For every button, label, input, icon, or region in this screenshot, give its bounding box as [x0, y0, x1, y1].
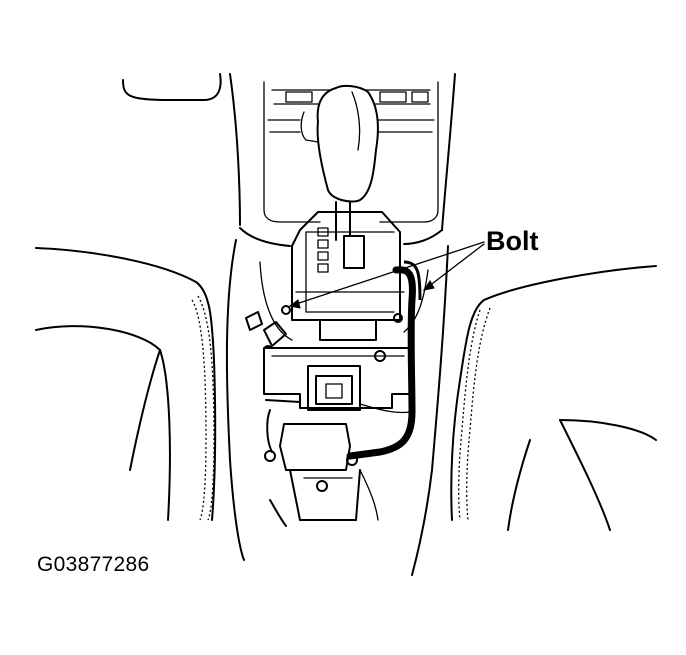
bolt-callout-label: Bolt: [486, 226, 539, 256]
dashboard-outline: [122, 73, 456, 231]
center-console: [225, 227, 449, 576]
shift-knob: [300, 84, 379, 269]
shift-indicator-panel: [291, 211, 405, 341]
left-seat: [35, 247, 217, 521]
wire-harness: [346, 260, 422, 460]
shift-lever-bracket: [263, 305, 413, 414]
lever-housing: [264, 409, 379, 527]
right-seat: [450, 265, 657, 531]
figure-id-label: G03877286: [37, 553, 150, 576]
bolt-callout-leaders: [288, 241, 485, 309]
